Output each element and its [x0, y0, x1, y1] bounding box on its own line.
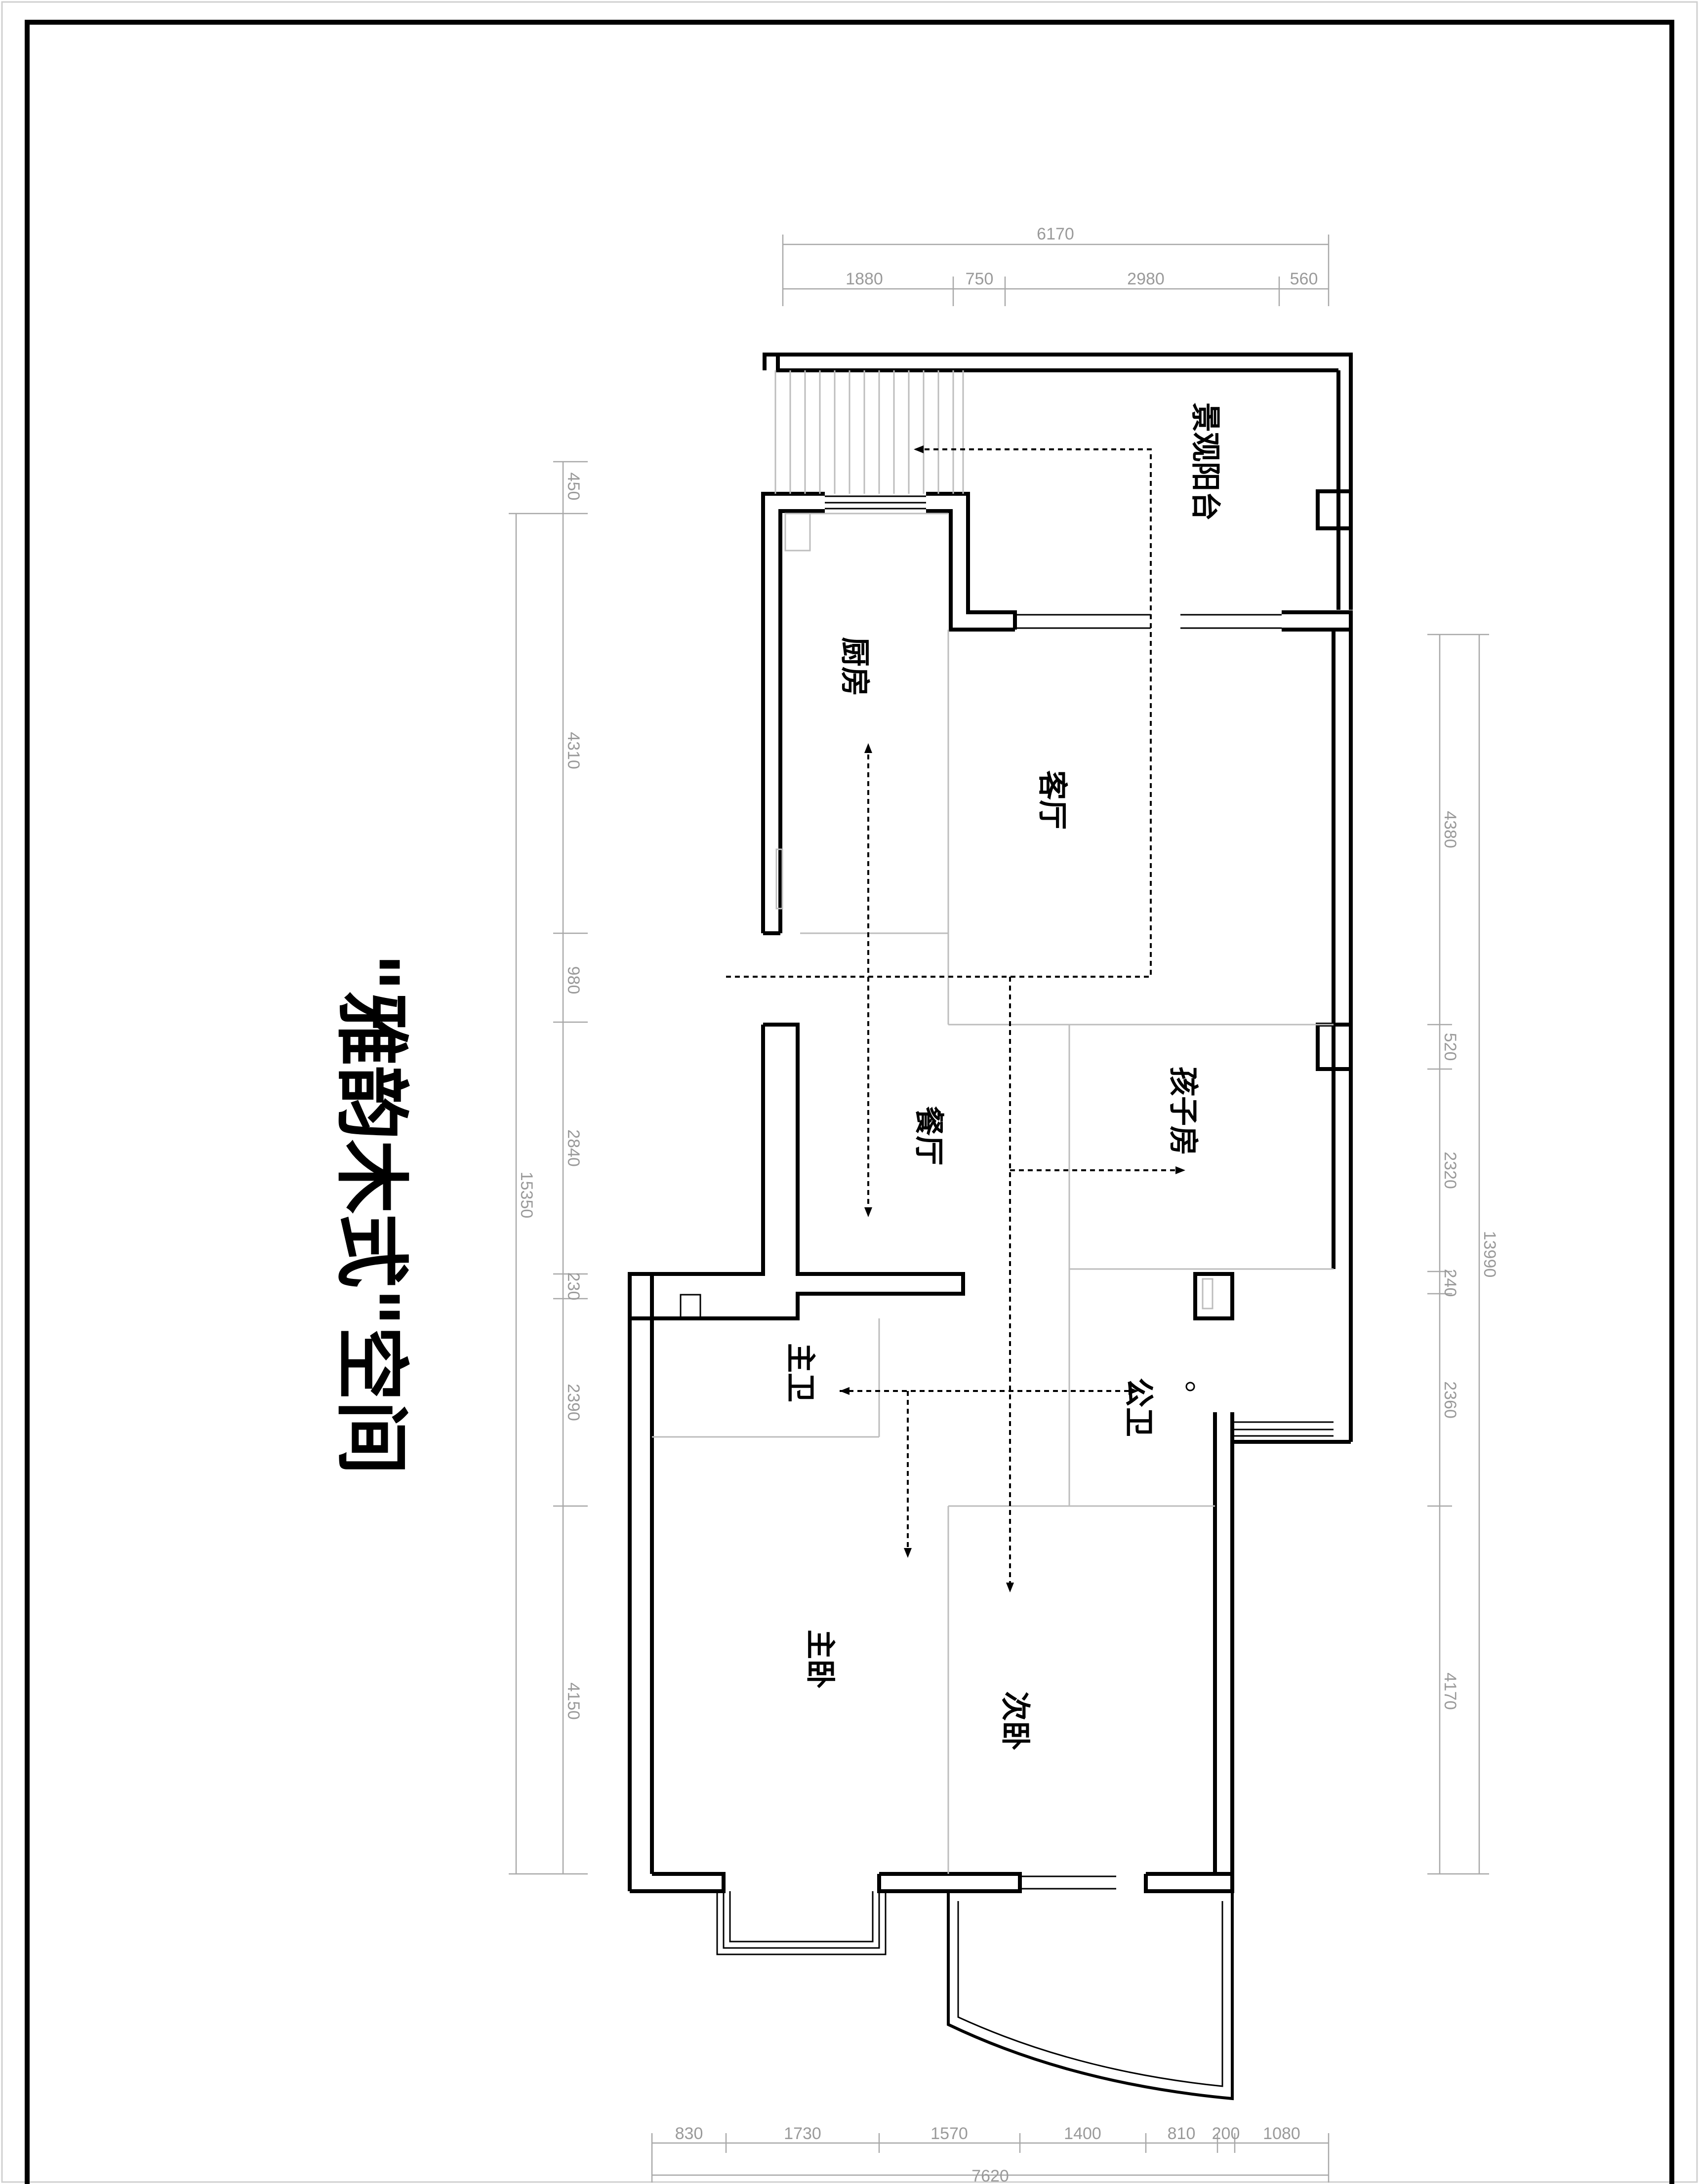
- room-balcony: 景观阳台: [1188, 402, 1222, 521]
- room-dining: 餐厅: [911, 1106, 946, 1165]
- room-master-bed: 主卧: [803, 1629, 837, 1689]
- dim-left-total: 15350: [517, 1172, 536, 1219]
- right-dimensions: 4380 520 2320 240 2360 4170 13990: [1427, 634, 1499, 1875]
- left-dimensions: 15350 450 4310 980 2840 230 2390 4150: [509, 461, 588, 1875]
- top-dimensions: 6170 1880 750 2980 560: [782, 225, 1330, 306]
- dim-bottom-7: 1080: [1263, 2124, 1300, 2143]
- wall-kitchen-right: [926, 492, 1017, 630]
- dim-bottom-total: 7620: [971, 2167, 1009, 2184]
- dim-bottom-1: 830: [675, 2124, 703, 2143]
- dim-bottom-5: 810: [1168, 2124, 1196, 2143]
- walls: [628, 353, 1353, 2101]
- circulation-flow: [726, 445, 1185, 1592]
- plan-title: "雅韵木式"空间: [328, 953, 415, 1474]
- dim-left-2: 4310: [564, 732, 583, 769]
- wall-kitchen-left-inner: [778, 509, 825, 933]
- column-balcony: [1316, 489, 1353, 530]
- dim-left-5: 230: [564, 1272, 583, 1301]
- wall-balcony-outer: [763, 353, 1353, 610]
- room-public-bath: 公卫: [1121, 1378, 1156, 1437]
- drawing-frame: [25, 20, 1674, 2184]
- dim-top-4: 560: [1290, 270, 1318, 288]
- column-right: [1316, 1023, 1353, 1071]
- wall-balcony-top-inner: [776, 355, 1338, 372]
- dim-right-4: 240: [1441, 1269, 1459, 1297]
- dim-left-3: 980: [564, 966, 583, 994]
- dim-right-6: 4170: [1441, 1672, 1459, 1710]
- dim-right-1: 4380: [1441, 811, 1459, 848]
- dim-bottom-3: 1570: [930, 2124, 968, 2143]
- dim-right-5: 2360: [1441, 1381, 1459, 1419]
- room-kids: 孩子房: [1166, 1067, 1200, 1155]
- dim-left-4: 2840: [564, 1129, 583, 1167]
- dim-top-1: 1880: [846, 270, 883, 288]
- dim-top-3: 2980: [1127, 270, 1165, 288]
- curved-balcony: [947, 1891, 1234, 2101]
- dim-left-6: 2390: [564, 1384, 583, 1421]
- pipe-fixture: [680, 1294, 701, 1319]
- room-kitchen: 厨房: [837, 637, 872, 696]
- room-living: 客厅: [1035, 770, 1069, 830]
- room-master-bath: 主卫: [783, 1343, 817, 1402]
- dim-bottom-4: 1400: [1064, 2124, 1101, 2143]
- dim-bottom-2: 1730: [784, 2124, 821, 2143]
- dim-top-2: 750: [966, 270, 994, 288]
- bottom-dimensions: 830 1730 1570 1400 810 200 1080 7620: [651, 2124, 1330, 2184]
- wall-kitchen-left: [761, 492, 825, 933]
- room-second-bed: 次卧: [998, 1691, 1032, 1750]
- dim-bottom-6: 200: [1212, 2124, 1240, 2143]
- room-labels: 景观阳台 厨房 客厅 餐厅 孩子房 主卫 公卫 主卧 次卧: [783, 402, 1222, 1750]
- interior-lines: [652, 370, 1334, 1874]
- dim-left-7: 4150: [564, 1682, 583, 1720]
- dim-right-3: 2320: [1441, 1152, 1459, 1189]
- dim-right-total: 13990: [1480, 1231, 1499, 1278]
- dim-top-total: 6170: [1037, 225, 1074, 243]
- dim-left-1: 450: [564, 473, 583, 501]
- dim-right-2: 520: [1441, 1033, 1459, 1061]
